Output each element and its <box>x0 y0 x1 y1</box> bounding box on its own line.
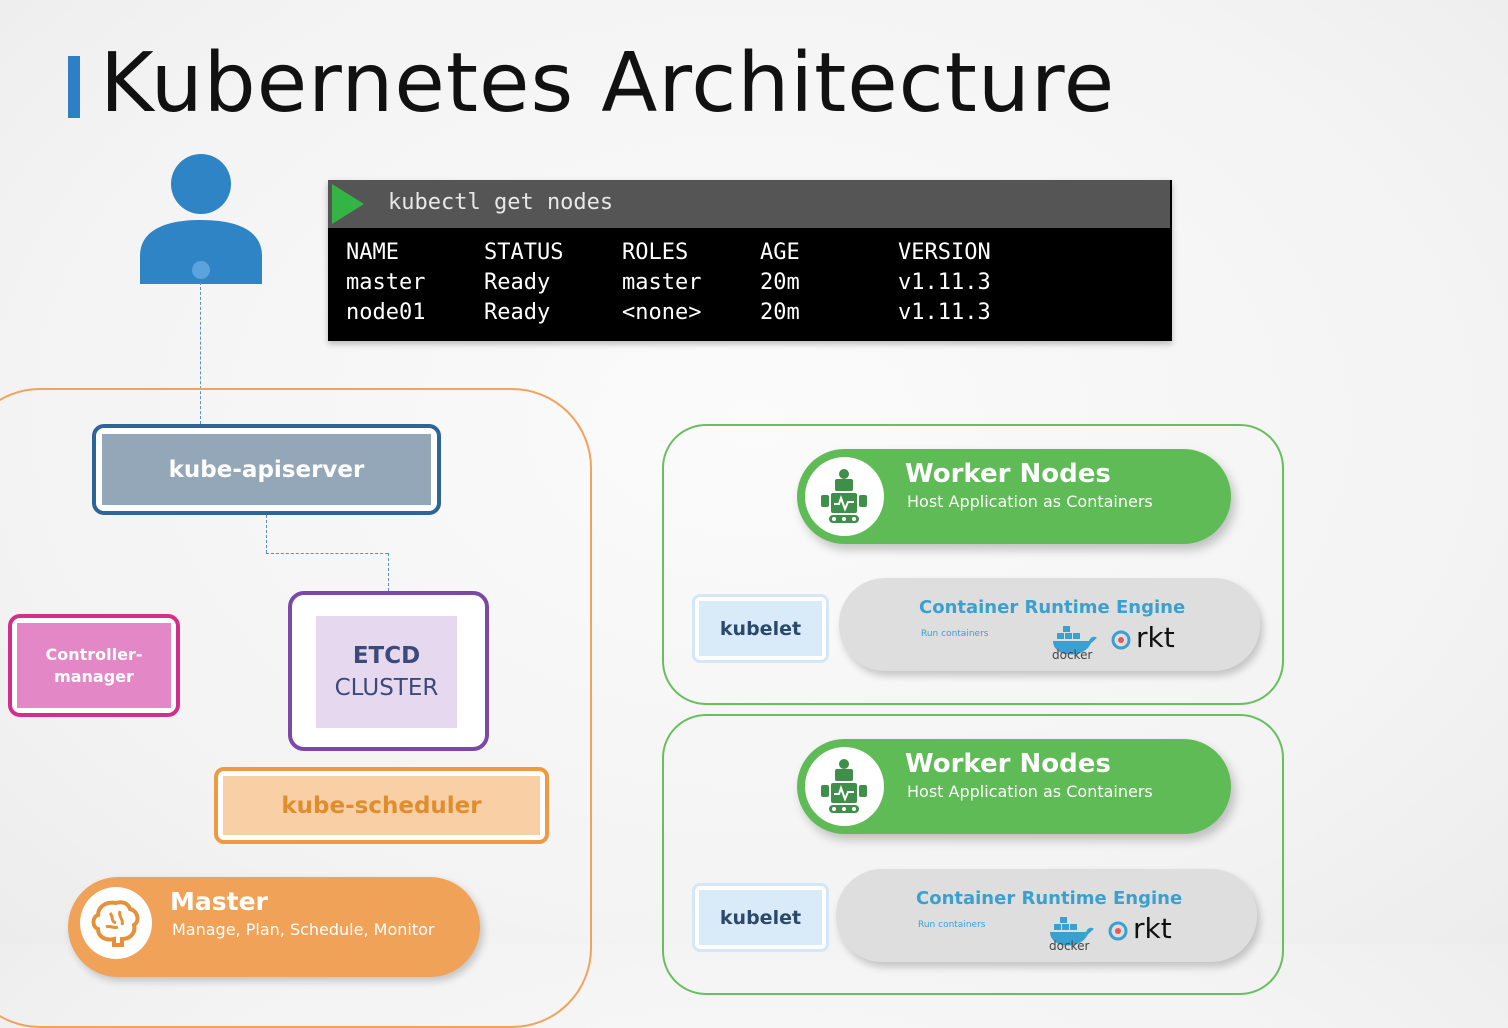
column-header: VERSION <box>898 240 991 265</box>
worker-nodes-title: Worker Nodes <box>905 749 1111 779</box>
column-header: NAME <box>346 240 399 265</box>
brain-icon-badge <box>80 887 152 959</box>
master-subtitle: Manage, Plan, Schedule, Monitor <box>172 920 435 939</box>
docker-label: docker <box>1052 648 1093 662</box>
play-icon <box>332 184 364 224</box>
controller-manager-box: Controller- manager <box>8 614 180 717</box>
title-accent-bar <box>68 56 80 118</box>
robot-icon-badge <box>805 747 884 826</box>
page-title: Kubernetes Architecture <box>100 36 1116 131</box>
docker-label: docker <box>1049 939 1090 953</box>
kubelet-label: kubelet <box>699 601 822 656</box>
worker-nodes-title: Worker Nodes <box>905 459 1111 489</box>
column-header: AGE <box>760 240 800 265</box>
kube-scheduler-box: kube-scheduler <box>214 767 549 844</box>
apiserver-to-etcd-connector-v1 <box>266 515 267 553</box>
worker-nodes-subtitle: Host Application as Containers <box>907 782 1153 801</box>
brain-icon <box>91 900 140 947</box>
column-header: ROLES <box>622 240 689 265</box>
table-cell: v1.11.3 <box>898 300 991 325</box>
rkt-icon <box>1111 630 1131 650</box>
table-cell: v1.11.3 <box>898 270 991 295</box>
master-title: Master <box>170 887 268 916</box>
worker-nodes-badge: Worker Nodes Host Application as Contain… <box>797 449 1231 544</box>
terminal-command-bar: kubectl get nodes <box>328 180 1170 228</box>
rkt-label: rkt <box>1133 912 1172 945</box>
container-runtime-title: Container Runtime Engine <box>919 597 1186 618</box>
master-badge: Master Manage, Plan, Schedule, Monitor <box>68 877 480 977</box>
column-header: STATUS <box>484 240 564 265</box>
table-cell: 20m <box>760 300 800 325</box>
worker-nodes-subtitle: Host Application as Containers <box>907 492 1153 511</box>
table-cell: master <box>346 270 426 295</box>
container-runtime-engine-pill: Container Runtime Engine Run containers … <box>839 578 1260 671</box>
rkt-label: rkt <box>1136 621 1175 654</box>
controller-manager-line: Controller- <box>45 644 143 664</box>
robot-icon-badge <box>805 457 884 536</box>
etcd-cluster-box: ETCD CLUSTER <box>288 591 489 751</box>
controller-manager-label: Controller- manager <box>17 623 171 708</box>
robot-icon <box>821 469 867 523</box>
apiserver-to-etcd-connector-h <box>266 553 388 554</box>
container-runtime-subtitle: Run containers <box>918 920 986 930</box>
kubelet-box: kubelet <box>692 883 829 952</box>
worker-nodes-badge: Worker Nodes Host Application as Contain… <box>797 739 1231 834</box>
worker-node-group <box>662 424 1284 705</box>
table-cell: node01 <box>346 300 426 325</box>
etcd-cluster-label: ETCD CLUSTER <box>316 616 457 728</box>
docker-whale-icon <box>1053 626 1097 655</box>
kubelet-box: kubelet <box>692 594 829 663</box>
table-cell: master <box>622 270 702 295</box>
apiserver-to-etcd-connector-v2 <box>388 553 389 591</box>
container-runtime-subtitle: Run containers <box>921 629 989 639</box>
kube-scheduler-label: kube-scheduler <box>223 776 540 835</box>
kube-apiserver-label: kube-apiserver <box>102 434 431 505</box>
table-cell: Ready <box>484 300 551 325</box>
terminal-command: kubectl get nodes <box>388 190 614 215</box>
user-icon <box>140 154 262 284</box>
rkt-icon <box>1108 921 1128 941</box>
table-cell: Ready <box>484 270 551 295</box>
etcd-label-line: ETCD <box>352 643 421 669</box>
container-runtime-engine-pill: Container Runtime Engine Run containers … <box>836 869 1257 962</box>
container-runtime-title: Container Runtime Engine <box>916 888 1183 909</box>
terminal-window: kubectl get nodes NAME STATUS ROLES AGE … <box>328 180 1172 341</box>
table-cell: <none> <box>622 300 702 325</box>
etcd-label-line: CLUSTER <box>334 675 439 701</box>
docker-whale-icon <box>1050 917 1094 946</box>
robot-icon <box>821 759 867 813</box>
kubelet-label: kubelet <box>699 890 822 945</box>
kube-apiserver-box: kube-apiserver <box>92 424 441 515</box>
controller-manager-line: manager <box>54 666 134 686</box>
user-to-apiserver-connector <box>200 282 201 424</box>
table-cell: 20m <box>760 270 800 295</box>
